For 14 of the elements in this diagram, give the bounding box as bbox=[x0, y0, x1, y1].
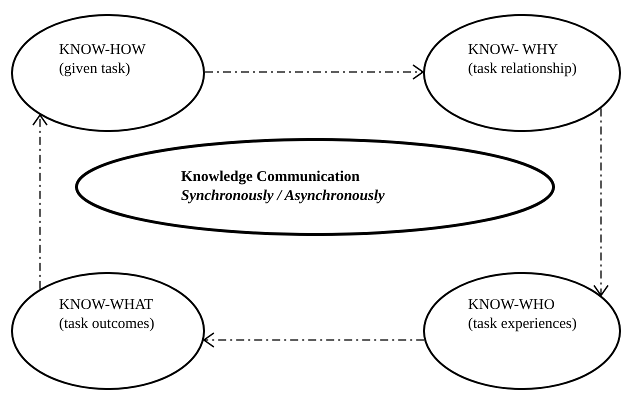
node-subtitle: Synchronously / Asynchronously bbox=[181, 187, 385, 206]
node-subtitle: (task relationship) bbox=[468, 60, 577, 79]
node-subtitle: (task experiences) bbox=[468, 315, 577, 334]
node-title: Knowledge Communication bbox=[181, 168, 361, 187]
node-title: KNOW- WHY bbox=[468, 41, 560, 60]
arrow bbox=[204, 64, 424, 80]
node-subtitle: (given task) bbox=[59, 60, 132, 79]
node-title: KNOW-HOW bbox=[59, 41, 146, 60]
arrow bbox=[203, 332, 424, 348]
arrow bbox=[32, 114, 48, 289]
node-title: KNOW-WHAT bbox=[59, 296, 154, 315]
node-title: KNOW-WHO bbox=[468, 296, 556, 315]
arrow bbox=[593, 108, 609, 296]
node-subtitle: (task outcomes) bbox=[59, 315, 154, 334]
